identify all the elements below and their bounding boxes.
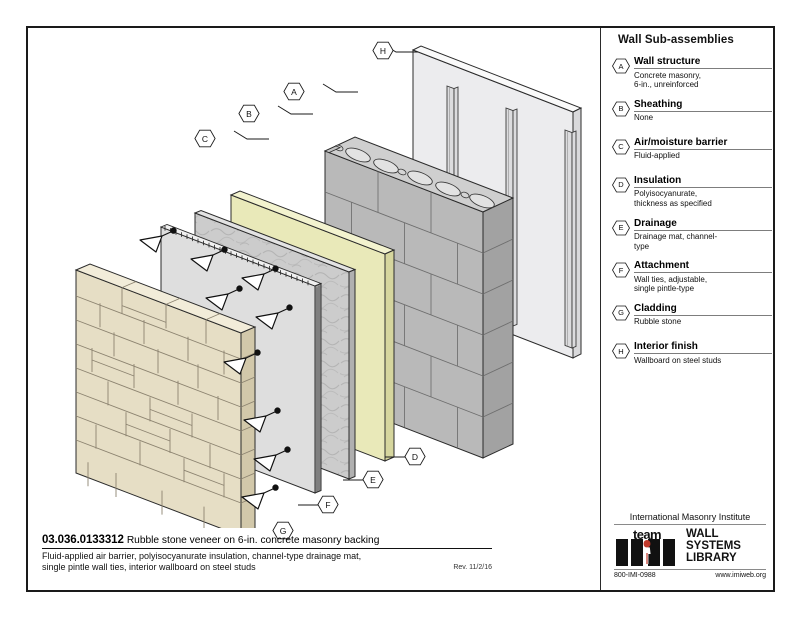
exploded-wall-assembly-drawing bbox=[28, 28, 598, 528]
legend-key-letter: F bbox=[618, 265, 624, 275]
legend-item-heading: Cladding bbox=[634, 303, 772, 316]
library-line-3: LIBRARY bbox=[686, 551, 737, 564]
legend-item-description: Fluid-applied bbox=[634, 151, 680, 161]
wall-tie bbox=[241, 484, 279, 510]
callout-bubble-b: B bbox=[238, 104, 260, 123]
legend-item-description: Polyisocyanurate,thickness as specified bbox=[634, 189, 712, 208]
legend-key-hexagon-icon: B bbox=[612, 101, 630, 117]
legend-item-heading: Wall structure bbox=[634, 56, 772, 69]
legend-item-description: Wall ties, adjustable,single pintle-type bbox=[634, 274, 708, 294]
team-logo-icon: team bbox=[614, 528, 680, 566]
callout-letter: F bbox=[325, 499, 331, 510]
callout-bubble-c: C bbox=[194, 129, 216, 148]
callout-letter: H bbox=[379, 45, 387, 56]
legend-item-heading: Attachment bbox=[634, 260, 772, 274]
legend-key-letter: H bbox=[618, 346, 624, 356]
callout-bubble-h: H bbox=[372, 41, 394, 60]
wall-tie-group bbox=[139, 227, 293, 510]
legend-key-hexagon-icon: D bbox=[612, 177, 630, 193]
mason-figure-icon bbox=[643, 540, 651, 564]
legend-key-letter: C bbox=[618, 142, 624, 152]
detail-number: 03.036.0133312 bbox=[42, 534, 124, 546]
legend-key-letter: B bbox=[618, 104, 624, 114]
callout-letter: G bbox=[279, 525, 287, 536]
imi-logo-block: International Masonry Institute team WAL… bbox=[614, 512, 766, 579]
legend-item-heading: Sheathing bbox=[634, 99, 772, 112]
title-block-subtitle-row: Fluid-applied air barrier, polyisocyanur… bbox=[42, 549, 492, 573]
legend-key-letter: A bbox=[618, 61, 624, 71]
organization-name: International Masonry Institute bbox=[614, 512, 766, 525]
legend-key-letter: E bbox=[618, 223, 624, 233]
wall-tie bbox=[223, 349, 261, 375]
legend-item-description: Rubble stone bbox=[634, 317, 682, 327]
callout-letter: A bbox=[291, 86, 297, 97]
legend-key-letter: D bbox=[618, 180, 624, 190]
callout-letter: E bbox=[370, 474, 376, 485]
legend-item-heading: Drainage bbox=[634, 218, 772, 231]
legend-key-hexagon-icon: G bbox=[612, 305, 630, 321]
detail-subtitle: Fluid-applied air barrier, polyisocyanur… bbox=[42, 551, 362, 572]
legend-item-description: Concrete masonry,6-in., unreinforced bbox=[634, 70, 701, 90]
logo-footer: 800-IMI-0988 www.imiweb.org bbox=[614, 569, 766, 579]
detail-title: Rubble stone veneer on 6-in. concrete ma… bbox=[126, 535, 380, 546]
rubble-stone-veneer-layer bbox=[74, 263, 257, 528]
callout-bubble-e: E bbox=[362, 470, 384, 489]
legend-item-description: None bbox=[634, 113, 654, 123]
legend-key-hexagon-icon: A bbox=[612, 58, 630, 74]
callout-letter: B bbox=[246, 108, 252, 119]
wall-systems-library-wordmark: WALL SYSTEMS LIBRARY bbox=[686, 528, 741, 564]
revision-date: Rev. 11/2/16 bbox=[453, 564, 492, 571]
website-url: www.imiweb.org bbox=[715, 572, 766, 579]
phone-number: 800-IMI-0988 bbox=[614, 572, 656, 579]
wall-tie bbox=[255, 304, 293, 330]
title-block: 03.036.0133312 Rubble stone veneer on 6-… bbox=[42, 534, 492, 573]
callout-letter: D bbox=[411, 451, 419, 462]
wall-tie bbox=[205, 285, 243, 311]
legend-key-hexagon-icon: C bbox=[612, 139, 630, 155]
legend-item-heading: Insulation bbox=[634, 175, 772, 188]
legend-item-description: Wallboard on steel studs bbox=[634, 355, 722, 365]
legend-item-heading: Interior finish bbox=[634, 341, 772, 355]
legend-title: Wall Sub-assemblies bbox=[618, 34, 734, 46]
wall-tie bbox=[253, 446, 291, 472]
callout-bubble-f: F bbox=[317, 495, 339, 514]
title-block-heading: 03.036.0133312 Rubble stone veneer on 6-… bbox=[42, 534, 492, 549]
callout-letter: C bbox=[201, 133, 209, 144]
wall-tie bbox=[190, 246, 228, 272]
callout-bubble-d: D bbox=[404, 447, 426, 466]
wall-tie bbox=[139, 227, 177, 253]
team-wordmark: team bbox=[633, 527, 662, 542]
callout-bubble-g: G bbox=[272, 521, 294, 540]
callout-bubble-a: A bbox=[283, 82, 305, 101]
legend-key-hexagon-icon: F bbox=[612, 262, 630, 278]
legend-item-heading: Air/moisture barrier bbox=[634, 137, 772, 150]
legend-item-description: Drainage mat, channel-type bbox=[634, 232, 718, 251]
wall-tie bbox=[241, 265, 279, 291]
legend-divider bbox=[600, 28, 601, 590]
wall-tie bbox=[243, 407, 281, 433]
legend-key-letter: G bbox=[618, 308, 624, 318]
library-line-2: SYSTEMS bbox=[686, 540, 741, 553]
logo-mark-row: team WALL SYSTEMS LIBRARY bbox=[614, 528, 766, 566]
legend-key-hexagon-icon: H bbox=[612, 343, 630, 359]
legend-key-hexagon-icon: E bbox=[612, 220, 630, 236]
library-line-1: WALL bbox=[686, 528, 719, 541]
